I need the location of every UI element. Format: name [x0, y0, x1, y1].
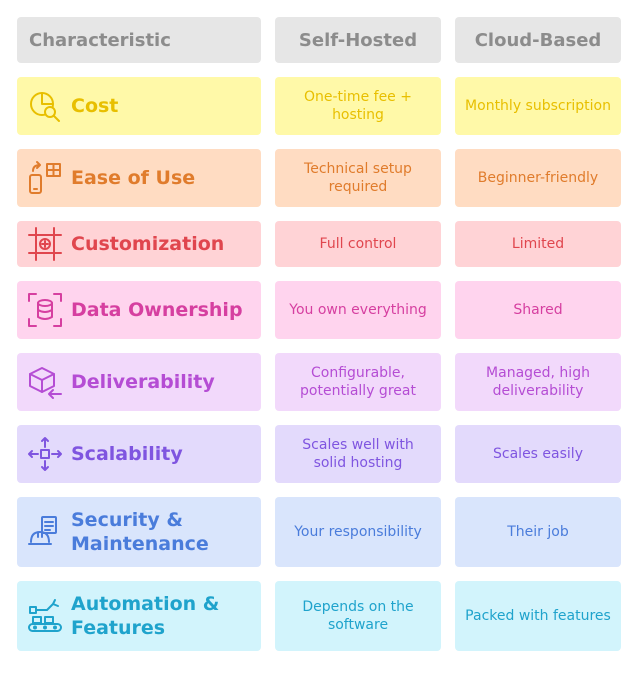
self-hosted-deliverability: Configurable, potentially great [275, 353, 441, 411]
header-characteristic: Characteristic [17, 17, 261, 63]
database-scan-icon [27, 292, 63, 328]
self-hosted-ease-of-use: Technical setup required [275, 149, 441, 207]
row-label-customization: Customization [17, 221, 261, 267]
row-label-cost: Cost [17, 77, 261, 135]
row-name: Ease of Use [71, 167, 196, 189]
cloud-based-automation-features: Packed with features [455, 581, 621, 651]
pie-chart-search-icon [27, 88, 63, 124]
box-delivery-icon [27, 364, 63, 400]
row-name: Cost [71, 95, 119, 117]
target-crop-icon [27, 226, 63, 262]
self-hosted-security-maintenance: Your responsibility [275, 497, 441, 567]
self-hosted-cost: One-time fee + hosting [275, 77, 441, 135]
cloud-based-ease-of-use: Beginner-friendly [455, 149, 621, 207]
expand-arrows-icon [27, 436, 63, 472]
row-label-data-ownership: Data Ownership [17, 281, 261, 339]
cloud-based-data-ownership: Shared [455, 281, 621, 339]
row-name: Security & Maintenance [71, 509, 209, 555]
row-label-security-maintenance: Security & Maintenance [17, 497, 261, 567]
self-hosted-automation-features: Depends on the software [275, 581, 441, 651]
row-name: Data Ownership [71, 299, 243, 321]
conveyor-robot-icon [27, 598, 63, 634]
cloud-based-security-maintenance: Their job [455, 497, 621, 567]
row-label-scalability: Scalability [17, 425, 261, 483]
row-name: Deliverability [71, 371, 215, 393]
self-hosted-data-ownership: You own everything [275, 281, 441, 339]
self-hosted-customization: Full control [275, 221, 441, 267]
devices-sync-icon [27, 160, 63, 196]
cloud-based-scalability: Scales easily [455, 425, 621, 483]
row-name: Customization [71, 233, 225, 255]
row-name: Automation & Features [71, 593, 220, 639]
row-label-ease-of-use: Ease of Use [17, 149, 261, 207]
cloud-based-customization: Limited [455, 221, 621, 267]
header-cloud-based: Cloud-Based [455, 17, 621, 63]
row-label-deliverability: Deliverability [17, 353, 261, 411]
hardhat-tools-icon [27, 514, 63, 550]
self-hosted-scalability: Scales well with solid hosting [275, 425, 441, 483]
row-label-automation-features: Automation & Features [17, 581, 261, 651]
cloud-based-deliverability: Managed, high deliverability [455, 353, 621, 411]
row-name: Scalability [71, 443, 183, 465]
cloud-based-cost: Monthly subscription [455, 77, 621, 135]
header-self-hosted: Self-Hosted [275, 17, 441, 63]
